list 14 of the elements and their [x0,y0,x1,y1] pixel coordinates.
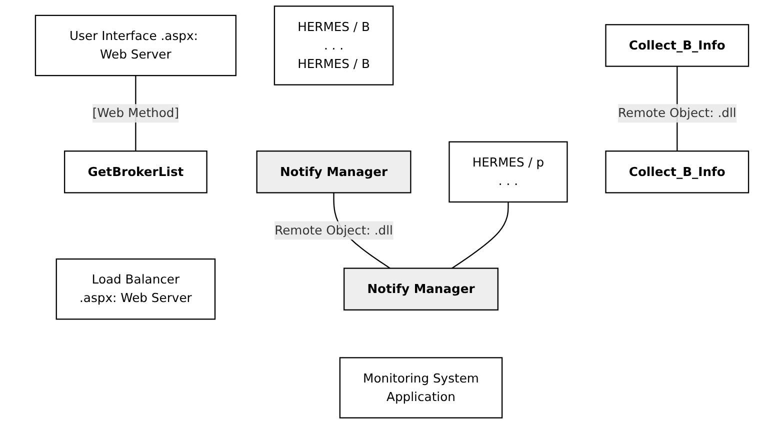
node-box: Notify Manager [344,268,498,310]
node-box: User Interface .aspx: Web Server [34,14,236,76]
node-box: HERMES / p . . . [448,141,568,203]
node-box: Collect_B_Info [605,150,750,194]
node-box: Notify Manager [256,150,412,194]
node-box: Load Balancer .aspx: Web Server [56,258,216,320]
node-box: Collect_B_Info [605,24,750,67]
connector [452,202,509,269]
edge-label: Remote Object: .dll [618,106,736,120]
node-box: Monitoring System Application [339,357,503,418]
edge-label: [Web Method] [92,106,180,120]
node-box: HERMES / B . . . HERMES / B [274,6,394,86]
node-box: GetBrokerList [64,150,208,194]
edge-label: Remote Object: .dll [274,222,393,238]
